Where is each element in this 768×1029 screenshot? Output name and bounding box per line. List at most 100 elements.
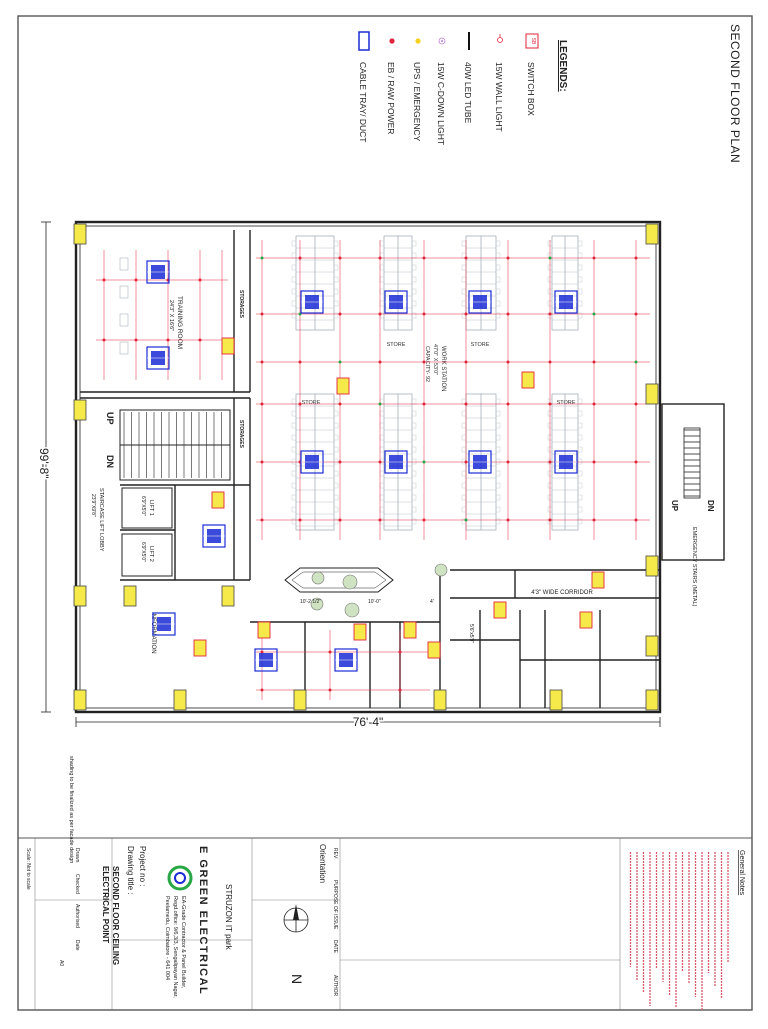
drawing-title-2: ELECTRICAL POINT [101, 866, 110, 943]
cable-tray-icon [202, 524, 226, 548]
desk-cluster [291, 235, 339, 331]
legend-label: EB / RAW POWER [386, 62, 396, 134]
general-notes-title: General Notes [738, 850, 745, 896]
cable-tray-icon [554, 450, 578, 474]
structural-columns [73, 223, 659, 711]
lift-1-label: LIFT 1 [148, 500, 154, 516]
cable-tray-icon [146, 346, 170, 370]
storages-small-label: STORAGES [238, 420, 244, 449]
cable-tray-icon [358, 31, 370, 51]
date-label: DATE [332, 940, 338, 954]
switch-box-icon [591, 571, 605, 589]
staircase-label: STAIRCASE LIFT LOBBY [98, 488, 104, 552]
switch-box-icon [427, 641, 441, 659]
shaft-label: 5'6"x5'9" [468, 624, 474, 643]
emergency-stairs: EMERGENCY STAIRS (METAL) UP DN [661, 403, 725, 607]
legend-label: UPS / EMERGENCY [412, 62, 422, 142]
lobby-dim-b: 10'-0" [368, 599, 381, 605]
legend-item-eb-point: EB / RAW POWER [386, 38, 396, 134]
company-logo [167, 865, 193, 891]
legend-item-cable-tray: CABLE TRAY/ DUCT [358, 31, 370, 142]
outer-wall [74, 220, 662, 714]
approved-label: Authorised [74, 904, 80, 928]
cable-tray-icon [152, 612, 176, 636]
workstation-size: 47'0" X 53'0" [432, 344, 438, 375]
cable-tray-icon [146, 260, 170, 284]
legend-label: CABLE TRAY/ DUCT [358, 62, 368, 142]
author-label: AUTHOR [332, 975, 338, 997]
cable-tray-icon [384, 290, 408, 314]
checked-label: Checked [74, 874, 80, 894]
main-staircase: UP DN [105, 409, 231, 481]
lobby-dim-a: 10'-2 1/2" [300, 599, 321, 605]
corridor-label: 4'3" WIDE CORRIDOR [531, 590, 593, 596]
legend-label: SWITCH BOX [526, 62, 536, 116]
purpose-label: PURPOSE OF ISSUE [332, 880, 338, 930]
company-desc-1: EA-Grade Contractor & Panel Builder, [180, 896, 186, 989]
column-post [645, 555, 659, 577]
building-outline [74, 220, 662, 714]
cable-tray-icon [300, 450, 324, 474]
column-post [549, 689, 563, 711]
emergency-dn-label: DN [706, 500, 715, 512]
switch-box-icon [193, 639, 207, 657]
staircase-size: 23'9"X9'8" [90, 494, 96, 517]
project-name: STRUZON IT park [224, 884, 233, 951]
switch-box-icon [221, 337, 235, 355]
switch-box-icon [579, 611, 593, 629]
cable-tray-icon [468, 450, 492, 474]
ups-point-icon [415, 38, 421, 44]
training-room-size: 24'3" X 16'6" [168, 300, 174, 331]
column-post [645, 635, 659, 657]
desk-cluster [379, 235, 417, 331]
storages-label: STORAGES [238, 290, 244, 319]
column-post [173, 689, 187, 711]
column-post [293, 689, 307, 711]
interior-walls [80, 230, 660, 708]
svg-text:N: N [289, 974, 305, 984]
switch-boxes [193, 337, 605, 659]
cable-tray-icon [334, 648, 358, 672]
c-down-light-icon [438, 37, 446, 45]
legend-label: 40W LED TUBE [463, 62, 473, 124]
store-label: STORE [471, 342, 490, 348]
emergency-up-label: UP [670, 500, 679, 512]
desk-cluster [461, 235, 501, 331]
cable-tray-icon [384, 450, 408, 474]
company-desc-3: Peelamedu, Coimbatore - 641 004 [164, 896, 170, 980]
legend-item-wall-light: 15W WALL LIGHT [494, 34, 504, 132]
desk-cluster [547, 235, 583, 331]
company-desc-2: Regd.office: 9/6,3/3, Sengalipayan Nagar… [172, 896, 178, 998]
dimension-horizontal: 76'-4" [353, 715, 384, 729]
cable-tray-icon [254, 648, 278, 672]
shading-note: shading to be finalized as per facade de… [68, 756, 74, 863]
switch-box-icon [521, 371, 535, 389]
orientation-label: Orientation [318, 844, 327, 883]
rev-label: REV [332, 848, 338, 859]
emergency-stair-treads [683, 427, 701, 499]
project-no-label: Project no : [138, 846, 147, 886]
lobby-dim-c: 4' [430, 599, 434, 605]
switch-box-icon [493, 601, 507, 619]
store-label: STORE [387, 342, 406, 348]
overall-dimensions [41, 221, 661, 727]
column-post [433, 689, 447, 711]
legend-item-led-tube: 40W LED TUBE [463, 32, 473, 124]
switch-box-icon [257, 621, 271, 639]
store-label: STORE [302, 400, 321, 406]
switch-box-icon [403, 621, 417, 639]
wall-light-icon [497, 34, 503, 43]
stair-up-label: UP [105, 412, 115, 425]
legend-item-c-down-light: 15W C-DOWN LIGHT [436, 37, 446, 145]
emergency-stair-frame [661, 403, 725, 561]
training-room-title: TRAINING ROOM [176, 296, 183, 349]
lift-2-size: 6'9"X5'0" [140, 542, 146, 562]
legend-title: LEGENDS: [557, 40, 568, 92]
drawing-title-label: Drawing title : [126, 846, 135, 894]
lift-core [121, 487, 173, 577]
column-post [645, 383, 659, 405]
north-arrow: N [283, 904, 309, 984]
drawn-label: Drawn [74, 848, 80, 863]
